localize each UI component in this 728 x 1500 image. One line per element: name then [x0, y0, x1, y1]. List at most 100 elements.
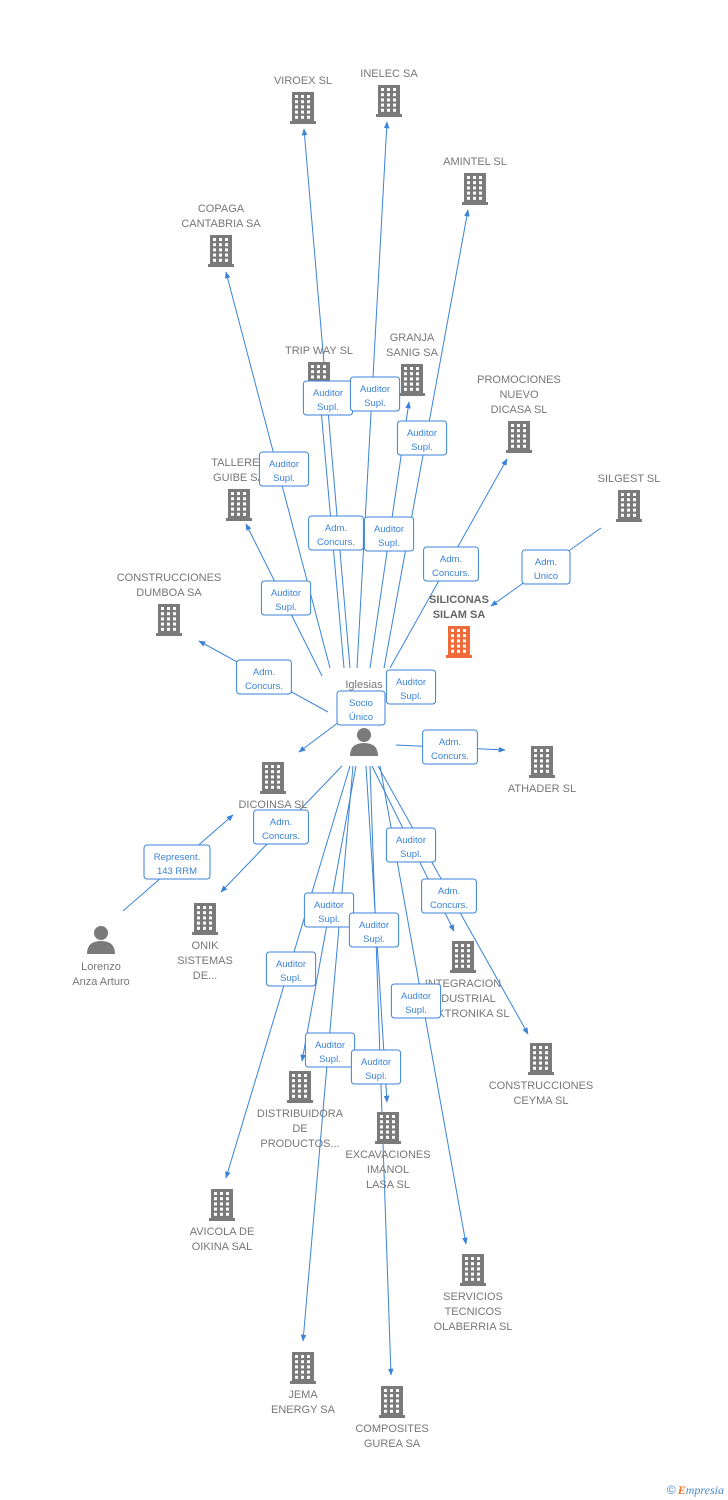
node-label-line: IMANOL — [367, 1164, 409, 1176]
edge-label-line: Adm. — [270, 817, 292, 828]
node-label-line: INELEC SA — [360, 68, 418, 80]
edge-label-silgest-to-siliconas[interactable]: Adm.Unico — [521, 549, 571, 585]
person-icon — [87, 926, 115, 954]
edge-label-line: Supl. — [317, 402, 339, 413]
node-label-line: DICASA SL — [491, 404, 548, 416]
edge-label-iglesias-to-ceyma[interactable]: Adm. Concurs. — [421, 878, 477, 914]
person-icon — [350, 728, 378, 756]
node-label-line: CONSTRUCCIONES — [117, 572, 222, 584]
node-label-line: DICOINSA SL — [238, 799, 307, 811]
edge-label-lorenzo-to-dicoinsa[interactable]: Represent.143 RRM — [143, 844, 211, 880]
edge-label-line: Auditor — [314, 900, 344, 911]
building-icon — [460, 1254, 486, 1286]
edge-label-line: Concurs. — [245, 681, 283, 692]
edge-label-line: Adm. — [439, 737, 461, 748]
node-label-line: OIKINA SAL — [192, 1241, 253, 1253]
node-label-line: TECNICOS — [445, 1306, 502, 1318]
node-avicola[interactable]: AVICOLA DE OIKINA SAL — [190, 1189, 255, 1253]
building-icon — [226, 489, 252, 521]
node-label-line: DISTRIBUIDORA — [257, 1108, 344, 1120]
node-silgest[interactable]: SILGEST SL — [598, 473, 661, 522]
node-label-line: VIROEX SL — [274, 75, 332, 87]
node-label-line: CANTABRIA SA — [181, 218, 261, 230]
edge-label-line: Represent. — [154, 852, 200, 863]
node-label-line: OLABERRIA SL — [434, 1321, 513, 1333]
edge-label-line: Supl. — [280, 973, 302, 984]
building-icon — [462, 173, 488, 205]
edge-label-line: Auditor — [276, 959, 306, 970]
edge-label-line: Adm. — [325, 523, 347, 534]
edge-label-line: Concurs. — [430, 900, 468, 911]
edge-label-line: Adm. — [253, 667, 275, 678]
edge-label-iglesias-to-dumboa[interactable]: Adm. Concurs. — [236, 659, 292, 695]
edge-label-line: Unico — [534, 571, 558, 582]
building-icon — [529, 746, 555, 778]
edge-label-iglesias-to-onik[interactable]: Adm. Concurs. — [253, 809, 309, 845]
node-label-line: TALLERES — [211, 457, 266, 469]
brand-footer[interactable]: ©Empresia — [667, 1483, 724, 1498]
edge-iglesias-to-dicoinsa — [298, 718, 344, 753]
edge-label-line: Adm. — [438, 886, 460, 897]
edge-label-line: Auditor — [360, 384, 390, 395]
node-viroex[interactable]: VIROEX SL — [274, 75, 332, 124]
edge-label-iglesias-to-athader[interactable]: Adm.Concurs. — [422, 729, 478, 765]
brand-logo-text: mpresia — [685, 1483, 724, 1497]
edge-label-line: Auditor — [271, 588, 301, 599]
edge-label-line: Único — [349, 712, 373, 723]
building-icon — [450, 941, 476, 973]
edge-label-line: Auditor — [401, 991, 431, 1002]
edge-label-line: Supl. — [400, 691, 422, 702]
edge-label-iglesias-to-promociones[interactable]: Adm.Concurs. — [423, 546, 479, 582]
node-onik[interactable]: ONIKSISTEMASDE... — [177, 903, 233, 982]
edge-label-line: Auditor — [269, 459, 299, 470]
building-icon — [399, 364, 425, 396]
edge-label-line: Concurs. — [262, 831, 300, 842]
node-label-line: AVICOLA DE — [190, 1226, 255, 1238]
node-amintel[interactable]: AMINTEL SL — [443, 156, 507, 205]
building-icon — [528, 1043, 554, 1075]
edge-label-line: Supl. — [405, 1005, 427, 1016]
node-label-line: DE... — [193, 970, 217, 982]
node-label-line: NUEVO — [499, 389, 539, 401]
node-label-line: GUREA SA — [364, 1438, 421, 1450]
edge-label-line: Auditor — [396, 835, 426, 846]
building-icon — [290, 92, 316, 124]
node-dicoinsa[interactable]: DICOINSA SL — [238, 762, 308, 811]
edge-label-iglesias-to-tripway[interactable]: Adm.Concurs. — [308, 515, 364, 551]
edge-label-line: Supl. — [364, 398, 386, 409]
building-icon — [376, 85, 402, 117]
edge-label-line: Supl. — [411, 442, 433, 453]
brand-logo-initial: E — [677, 1483, 686, 1497]
node-distribuidora[interactable]: DISTRIBUIDORADEPRODUCTOS... — [257, 1071, 344, 1150]
node-athader[interactable]: ATHADER SL — [508, 746, 576, 795]
node-inelec[interactable]: INELEC SA — [360, 68, 418, 117]
